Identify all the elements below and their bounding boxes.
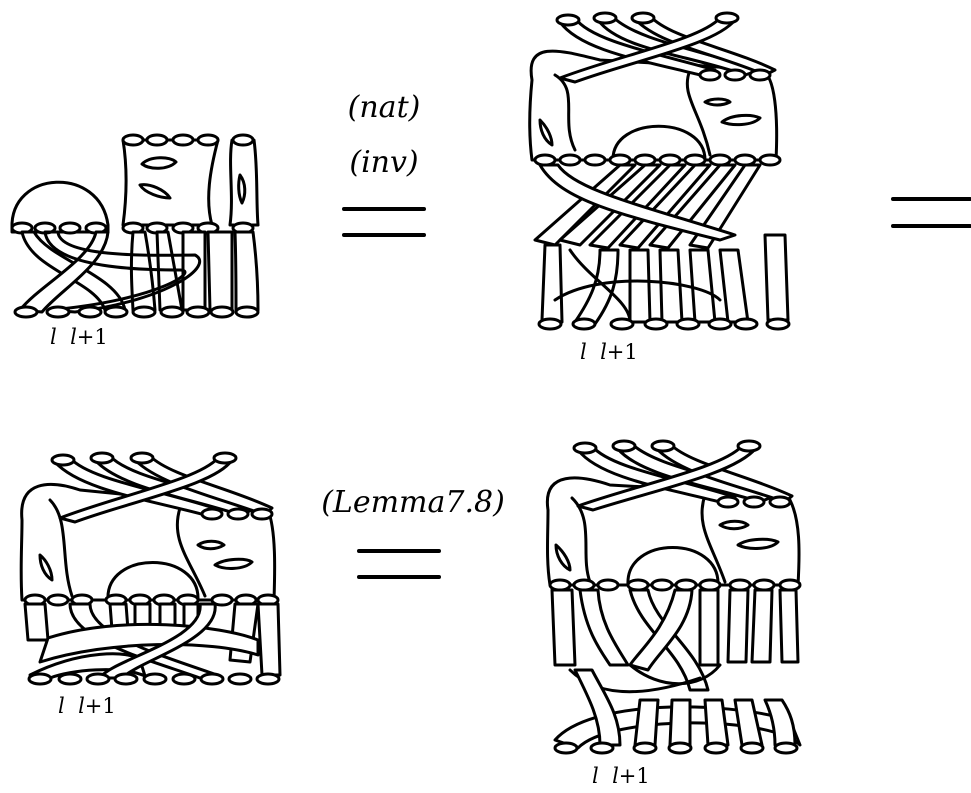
diagram-2-mid-circles bbox=[533, 153, 782, 167]
diagram-4-bottom-circles bbox=[553, 741, 799, 755]
equation-3-label: (Lemma7.8) bbox=[321, 485, 505, 520]
diagram-4-handle-c bbox=[736, 537, 780, 550]
equation-1-label-line-1: (nat) bbox=[347, 90, 421, 125]
diagram-2-index-labels: l l+1 bbox=[580, 340, 638, 364]
diagram-3-top-strands bbox=[50, 451, 274, 524]
diagram-2-handle-b bbox=[703, 97, 732, 107]
diagram-2-bottom-circles bbox=[537, 317, 791, 331]
diagram-1-handle-c bbox=[237, 173, 247, 205]
diagram-4-top-strands bbox=[572, 439, 794, 512]
diagram-4-inner-right bbox=[700, 493, 727, 584]
diagram-4-index-labels: l l+1 bbox=[592, 764, 650, 788]
diagram-3-inner-left bbox=[48, 498, 74, 598]
diagram-1-bottom-circles bbox=[13, 305, 260, 319]
diagram-4 bbox=[545, 439, 802, 755]
diagram-3-cap bbox=[106, 561, 200, 602]
diagram-3-index-labels: l l+1 bbox=[58, 694, 116, 718]
diagram-2-top-strands bbox=[555, 11, 777, 84]
diagram-3-handle-b bbox=[196, 539, 226, 551]
diagram-4-handle-b bbox=[718, 519, 750, 531]
diagram-2-handle-a bbox=[538, 118, 554, 147]
equals-sign-1 bbox=[342, 207, 426, 237]
equation-1-label-line-2: (inv) bbox=[349, 145, 419, 180]
diagram-1-handle-a bbox=[140, 156, 178, 170]
diagram-3-bottom-circles bbox=[27, 672, 281, 686]
diagram-3-lower-strands bbox=[23, 602, 282, 680]
diagram-3-mid-circles bbox=[23, 593, 280, 607]
diagram-4-lower-strands bbox=[553, 668, 802, 750]
diagram-3 bbox=[19, 451, 282, 686]
diagram-1-cap bbox=[10, 180, 110, 234]
diagram-1 bbox=[10, 133, 260, 319]
diagram-4-handle-a bbox=[554, 543, 572, 572]
equals-sign-2 bbox=[891, 197, 971, 228]
diagram-1-box bbox=[121, 138, 220, 227]
diagram-3-handle-c bbox=[213, 557, 254, 570]
diagram-1-strands bbox=[18, 230, 260, 314]
diagram-1-top-circles bbox=[121, 133, 255, 147]
equals-sign-3 bbox=[357, 549, 441, 579]
diagram-2 bbox=[528, 11, 791, 331]
diagram-4-cap bbox=[626, 546, 720, 587]
diagram-1-index-labels: l l+1 bbox=[50, 325, 108, 349]
diagram-2-cap bbox=[611, 124, 707, 162]
diagram-2-inner-left bbox=[553, 73, 577, 152]
diagram-2-inner-right bbox=[685, 68, 712, 157]
diagram-1-handle-b bbox=[138, 183, 172, 200]
diagram-2-lower-strands bbox=[540, 243, 750, 326]
diagram-2-handle-c bbox=[720, 113, 762, 127]
diagram-3-handle-a bbox=[38, 553, 54, 582]
diagram-3-inner-right bbox=[175, 506, 207, 598]
diagram-1-mid-circles bbox=[10, 221, 255, 235]
diagram-4-crossing-strands bbox=[550, 588, 800, 694]
